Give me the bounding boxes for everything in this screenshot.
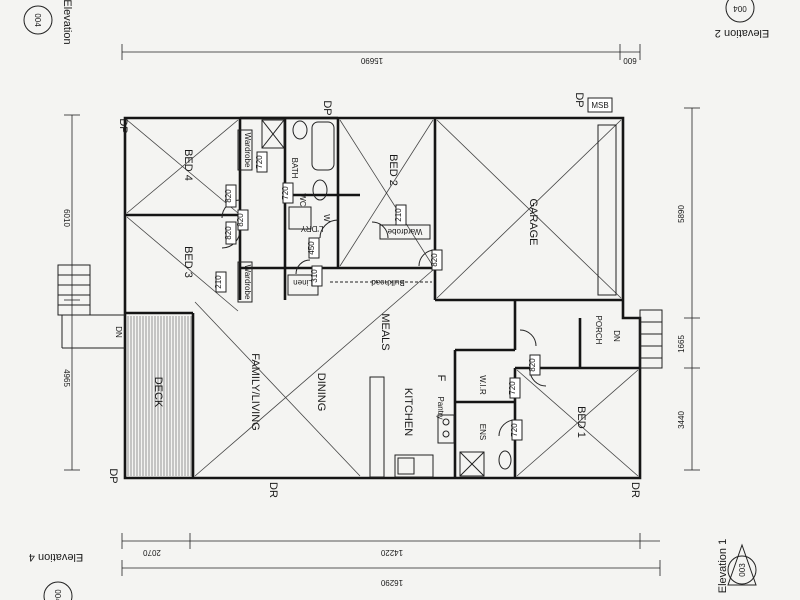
door-size: 210 [394, 208, 403, 222]
room-label-porch-dn: DN [612, 330, 621, 342]
door-size: 820 [224, 226, 233, 240]
downpipe-label: DP [573, 92, 585, 107]
toilet [312, 179, 328, 201]
wardrobe-label: Wardrobe [387, 227, 422, 236]
room-label-bed2: BED 2 [387, 154, 399, 186]
dimension-label: 4965 [62, 369, 71, 387]
dimension-label: 3440 [677, 411, 686, 429]
door-size: 720 [281, 186, 290, 200]
interior-walls [125, 116, 640, 478]
door-size: 310 [310, 269, 319, 283]
room-label-ens: ENS [478, 424, 487, 440]
elevation-number: 004 [53, 589, 62, 600]
downpipe-label: DP [321, 100, 333, 115]
door-size: 720 [508, 381, 517, 395]
dimension-label: 16290 [380, 578, 403, 587]
elevation-label: Elevation 2 [715, 27, 769, 39]
elevation-marker-bottom-right: 003 Elevation 1 [717, 539, 757, 593]
door-size: 820 [528, 358, 537, 372]
garage-area: MSB [436, 97, 622, 299]
door-size: 820 [236, 213, 245, 227]
room-label-kitchen: KITCHEN [402, 388, 414, 436]
room-label-wir: W.I.R [478, 375, 487, 395]
dimension-label: 600 [623, 56, 637, 65]
dimension-label: 14220 [380, 548, 403, 557]
room-label-porch: PORCH [594, 316, 603, 345]
dimension-label: 1665 [677, 335, 686, 353]
basin [292, 120, 308, 140]
room-label-fridge: F [435, 375, 447, 382]
room-labels: BED 4 BED 3 BED 2 BED 1 BATH WC L'DRY W … [114, 149, 621, 440]
laundry-tub [288, 206, 312, 230]
elevation-number: 003 [738, 563, 747, 577]
deck-stairs [57, 264, 125, 349]
door-size: 820 [430, 253, 439, 267]
room-label-pantry: Pantry [436, 396, 445, 419]
downpipe-label: DP [117, 118, 129, 133]
elevation-marker-top-right: 004 Elevation 2 [715, 0, 769, 39]
door-size: 720 [510, 423, 519, 437]
room-label-family: FAMILY/LIVING [249, 353, 261, 430]
door-size: 820 [224, 189, 233, 203]
room-label-wc: WC [298, 193, 307, 207]
msb-label: MSB [591, 101, 608, 110]
dimension-label: 5890 [677, 205, 686, 223]
dimension-left: 6010 4965 [62, 114, 80, 471]
room-label-bed1: BED 1 [575, 406, 587, 438]
outer-walls [123, 116, 642, 480]
door-size: 720 [255, 155, 264, 169]
deck-area [127, 316, 192, 476]
ens-fixtures [397, 414, 512, 477]
dimension-right: 5890 1665 3440 [677, 107, 700, 471]
downpipe-label: DP [107, 468, 119, 483]
downpipe-labels: DP DP DP DP DR DR [107, 92, 641, 498]
dimension-bottom: 2070 14220 16290 [121, 533, 661, 587]
elevation-number: 004 [33, 13, 42, 27]
downpipe-label: DR [629, 482, 641, 498]
elevation-marker-top-left: 004 Elevation [23, 0, 73, 45]
bathtub [311, 121, 335, 171]
linen-label: Linen [293, 278, 313, 287]
room-label-meals: MEALS [379, 313, 391, 350]
fixture-labels: Wardrobe Wardrobe Wardrobe Linen Bulkhea… [237, 129, 432, 303]
room-label-dining: DINING [315, 373, 327, 412]
bulkhead-label: Bulkhead [371, 278, 404, 287]
elevation-number: 004 [733, 4, 747, 13]
door-size: 210 [214, 275, 223, 289]
downpipe-label: DR [267, 482, 279, 498]
room-label-deck-dn: DN [114, 326, 123, 338]
door-size-tags: 820 820 720 720 450 820 820 820 720 720 … [214, 151, 541, 441]
dimension-label: 2070 [143, 548, 161, 557]
dimension-label: 15690 [360, 56, 383, 65]
elevation-label: Elevation [61, 0, 73, 45]
room-diagonals [126, 119, 639, 477]
elevation-label: Elevation 1 [717, 539, 729, 593]
room-label-bed4: BED 4 [182, 149, 194, 181]
wardrobe-label: Wardrobe [243, 265, 252, 300]
room-label-bed3: BED 3 [182, 246, 194, 278]
elevation-label: Elevation 4 [29, 551, 83, 563]
room-label-bath: BATH [290, 158, 299, 179]
porch-stairs [639, 309, 663, 369]
dimension-top: 15690 600 [121, 44, 641, 65]
elevation-marker-bottom-left: 004 Elevation 4 [29, 551, 83, 600]
room-label-garage: GARAGE [527, 198, 539, 245]
bath-fixtures [261, 119, 335, 296]
dimension-label: 6010 [62, 209, 71, 227]
fixture-label-laundry-w: W [322, 214, 331, 222]
room-label-lndry: L'DRY [300, 224, 323, 233]
room-label-deck: DECK [152, 377, 164, 408]
msb-box [587, 97, 613, 113]
door-size: 450 [307, 241, 316, 255]
wardrobe-label: Wardrobe [243, 133, 252, 168]
